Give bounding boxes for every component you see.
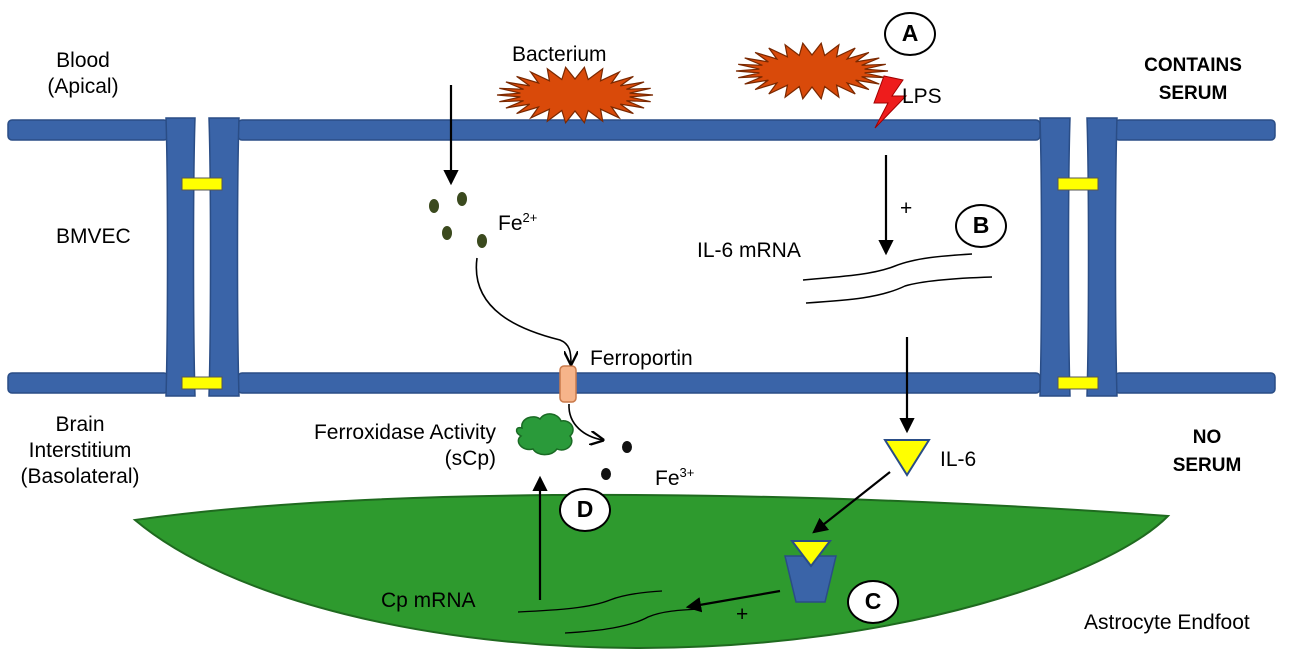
lps-label: LPS	[902, 85, 942, 108]
bacterium-label: Bacterium	[512, 43, 607, 66]
ferroportin-channel	[559, 365, 577, 403]
left-cell-junction	[165, 117, 240, 397]
right-cell-junction	[1039, 117, 1118, 397]
tight-junction-right-bottom	[1057, 376, 1099, 390]
bacterium-lps-icon	[735, 41, 889, 101]
arrow-ferroportin-to-fe3	[568, 403, 603, 440]
arrow-receptor-to-cp-mrna	[685, 589, 781, 613]
scp-ferroxidase-blob	[515, 413, 574, 456]
lps-lightning-icon	[873, 75, 908, 129]
astrocyte-endfoot-shape	[132, 493, 1171, 650]
brain-interstitium-label: Brain Interstitium (Basolateral)	[20, 413, 140, 488]
fe3-label: Fe3+	[655, 465, 695, 490]
arrow-fe2-to-ferroportin	[475, 257, 571, 364]
cp-mrna-strands	[517, 590, 701, 634]
step-marker-c: C	[847, 580, 899, 624]
fe3-iron-dots	[601, 441, 632, 480]
il6-mrna-label: IL-6 mRNA	[697, 239, 801, 262]
il6-mrna-strands	[802, 253, 993, 304]
il6-triangle-icon	[883, 439, 931, 477]
tight-junction-right-top	[1057, 177, 1099, 191]
step-marker-d: D	[559, 488, 611, 532]
bmvec-label: BMVEC	[56, 225, 131, 248]
bacterium-icon	[496, 65, 654, 125]
fe2-label: Fe2+	[498, 210, 538, 235]
plus-sign-cp-induction: +	[736, 603, 749, 626]
ferroportin-label: Ferroportin	[590, 347, 693, 370]
il6-label: IL-6	[940, 448, 977, 471]
arrow-il6-to-receptor	[812, 471, 891, 534]
fe2-iron-dots	[429, 192, 487, 248]
plus-sign-il6-induction: +	[900, 197, 913, 220]
apical-membrane	[7, 119, 1276, 141]
ferroxidase-activity-label: Ferroxidase Activity (sCp)	[313, 421, 496, 470]
astrocyte-endfoot-label: Astrocyte Endfoot	[1084, 611, 1250, 634]
tight-junction-left-bottom	[181, 376, 223, 390]
tight-junction-left-top	[181, 177, 223, 191]
contains-serum-label: CONTAINS SERUM	[1144, 55, 1242, 104]
step-marker-a: A	[884, 12, 936, 56]
step-marker-b: B	[955, 204, 1007, 248]
cp-mrna-label: Cp mRNA	[381, 589, 476, 612]
no-serum-label: NO SERUM	[1172, 427, 1242, 476]
blood-label: Blood (Apical)	[47, 49, 119, 98]
il6-bound-triangle	[789, 540, 833, 568]
